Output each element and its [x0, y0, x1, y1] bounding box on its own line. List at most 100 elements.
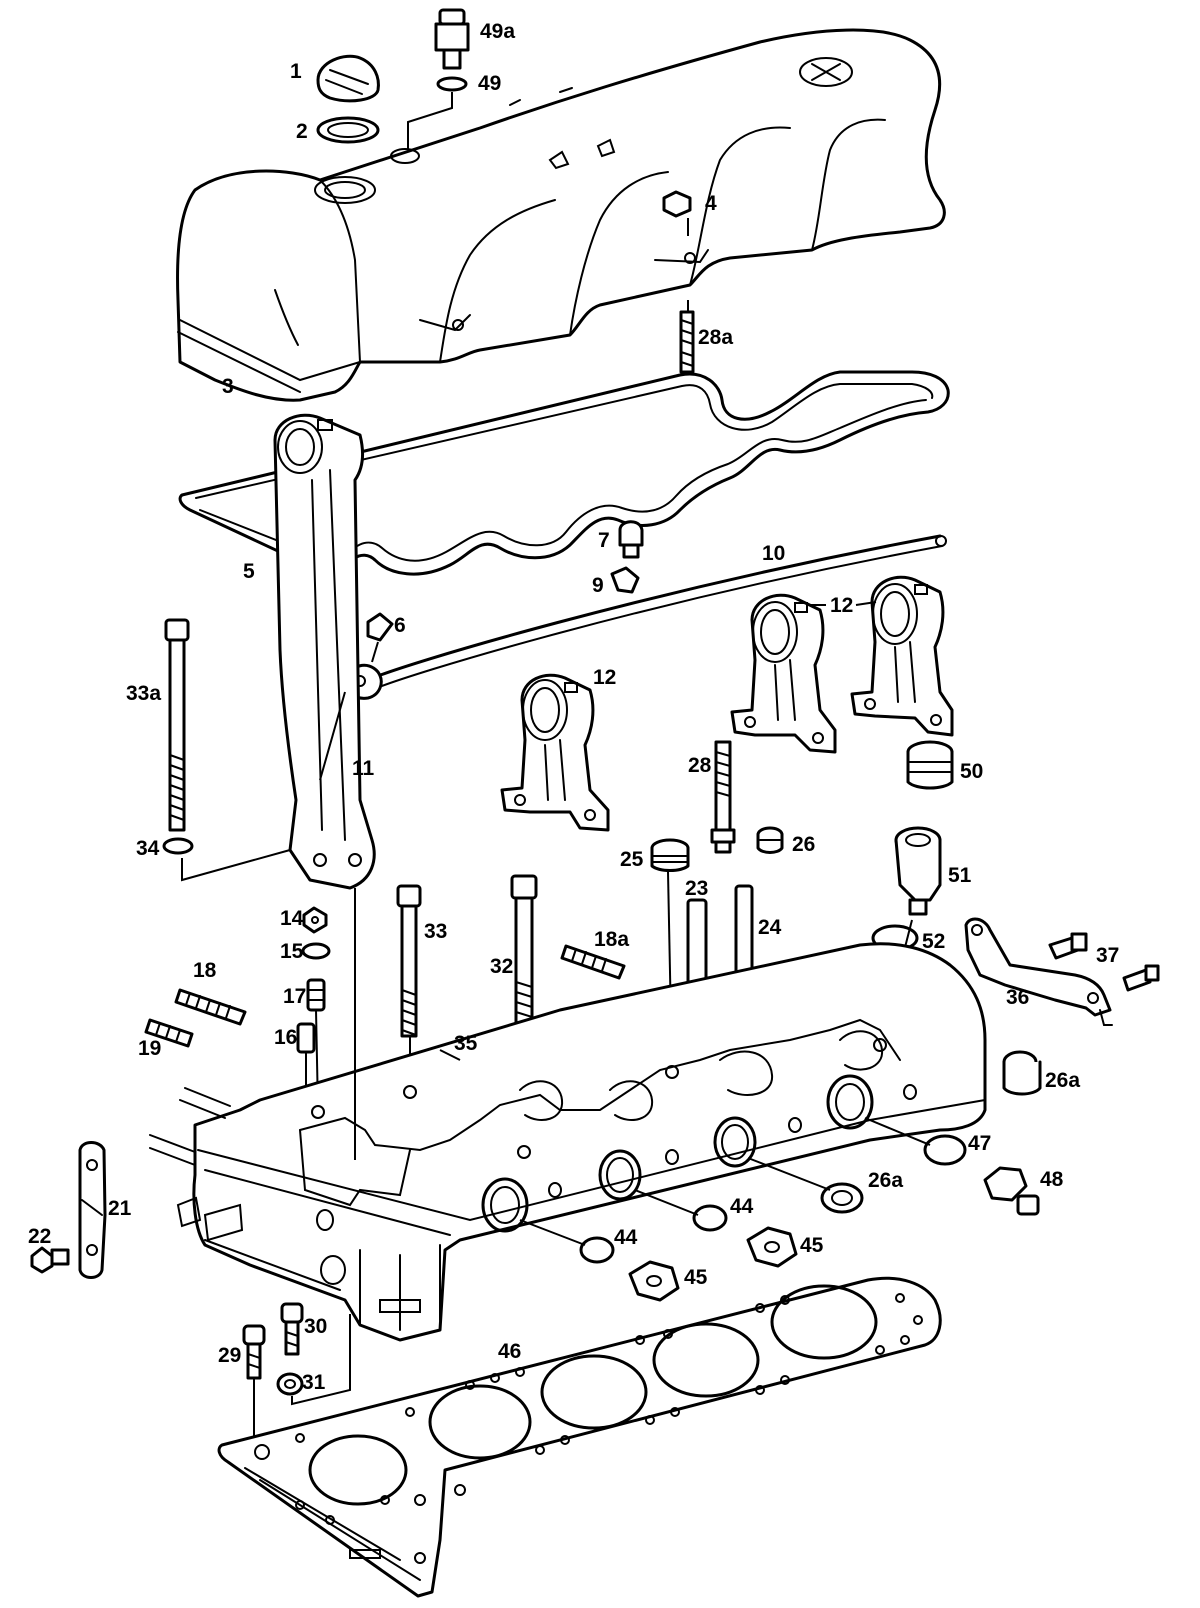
plug-part-48: [983, 1166, 1040, 1216]
seal-ring-part-44-left: [579, 1236, 615, 1264]
bolt-part-30: [280, 1302, 304, 1356]
head-gasket-part-46: [217, 1276, 942, 1598]
stud-part-18a: [560, 944, 626, 980]
leader-49-cover: [407, 92, 453, 150]
label-34: 34: [136, 837, 160, 860]
label-26a-center: 26a: [868, 1169, 903, 1192]
breather-valve-part-49a: [434, 8, 470, 70]
bolt-part-37a: [1048, 932, 1088, 960]
leader-44-left: [519, 1219, 586, 1246]
bearing-bracket-part-12-left: [730, 593, 837, 754]
label-50: 50: [960, 760, 983, 783]
label-28: 28: [688, 754, 712, 777]
label-46: 46: [498, 1340, 521, 1363]
oil-pipe-part-10: [366, 534, 947, 691]
sleeve-part-16: [296, 1022, 316, 1054]
bolt-part-33: [396, 884, 422, 1038]
label-9: 9: [592, 574, 604, 597]
plug-part-26a-center: [820, 1182, 864, 1214]
nut-part-45-left: [628, 1260, 680, 1302]
label-25: 25: [620, 848, 644, 871]
label-31: 31: [302, 1371, 326, 1394]
label-47: 47: [968, 1132, 991, 1155]
fitting-part-51: [894, 826, 942, 916]
valve-cover-gasket-part-5: [178, 370, 950, 582]
label-33a: 33a: [126, 682, 161, 705]
label-49a: 49a: [480, 20, 515, 43]
part-labels: 49a 1 49 2 4 28a 3 5 7 10 9 6 12 12 33a …: [28, 20, 1119, 1394]
spring-part-50: [906, 740, 954, 790]
label-52: 52: [922, 930, 945, 953]
stud-part-19: [144, 1018, 194, 1048]
label-5: 5: [243, 560, 255, 583]
leader-26a-center: [747, 1157, 831, 1191]
cylinder-head: [149, 942, 987, 1342]
label-6: 6: [394, 614, 406, 637]
washer-part-31: [276, 1372, 304, 1396]
leader-31: [291, 1314, 351, 1406]
label-49: 49: [478, 72, 501, 95]
label-30: 30: [304, 1315, 327, 1338]
bolt-part-29: [242, 1324, 266, 1380]
leader-44-right: [634, 1189, 699, 1216]
oil-filler-cap-part-1: [316, 54, 380, 103]
stud-part-28a: [679, 310, 695, 374]
label-37: 37: [1096, 944, 1119, 967]
bearing-bracket-part-12-right: [850, 575, 954, 737]
label-18: 18: [193, 959, 217, 982]
bracket-part-36: [964, 917, 1113, 1026]
bearing-bracket-part-11: [273, 413, 376, 890]
label-26: 26: [792, 833, 815, 856]
bolt-part-22: [30, 1246, 70, 1274]
label-48: 48: [1040, 1168, 1064, 1191]
label-15: 15: [280, 940, 304, 963]
washer-part-49: [436, 76, 468, 92]
label-23: 23: [685, 877, 708, 900]
label-32: 32: [490, 955, 513, 978]
label-16: 16: [274, 1026, 297, 1049]
leader-6: [371, 641, 379, 663]
plug-part-25: [650, 838, 690, 872]
label-21: 21: [108, 1197, 132, 1220]
label-1: 1: [290, 60, 302, 83]
seal-ring-part-44-right: [692, 1204, 728, 1232]
bracket-part-21: [78, 1141, 107, 1279]
label-11: 11: [352, 757, 375, 780]
o-ring-part-47: [923, 1134, 967, 1166]
label-14: 14: [280, 907, 304, 930]
washer-part-15: [301, 942, 331, 960]
nut-part-45-right: [746, 1226, 798, 1268]
label-10: 10: [762, 542, 785, 565]
leader-34: [181, 849, 291, 882]
label-22: 22: [28, 1225, 51, 1248]
label-12-center: 12: [593, 666, 616, 689]
label-18a: 18a: [594, 928, 629, 951]
label-24: 24: [758, 916, 782, 939]
clip-part-9: [610, 566, 640, 594]
label-44-right: 44: [730, 1195, 754, 1218]
bearing-bracket-part-12-center: [500, 673, 610, 832]
leader-11-pipe: [319, 691, 346, 781]
leader-47: [864, 1117, 931, 1146]
label-28a: 28a: [698, 326, 733, 349]
cap-seal-part-2: [316, 116, 380, 144]
label-2: 2: [296, 120, 308, 143]
long-bolt-part-33a: [164, 618, 190, 832]
label-7: 7: [598, 529, 610, 552]
sleeve-part-17: [306, 978, 326, 1012]
label-45-left: 45: [684, 1266, 708, 1289]
leader-12: [806, 601, 877, 606]
plug-part-26a-right: [1002, 1050, 1042, 1096]
plug-part-26: [756, 826, 784, 854]
label-19: 19: [138, 1037, 161, 1060]
banjo-bolt-part-7: [618, 520, 644, 559]
label-51: 51: [948, 864, 972, 887]
bolt-part-37b: [1122, 964, 1160, 992]
label-45-right: 45: [800, 1234, 824, 1257]
stud-part-18: [174, 988, 247, 1026]
valve-cover-part-3: [176, 28, 946, 402]
label-3: 3: [222, 375, 234, 398]
label-36: 36: [1006, 986, 1029, 1009]
bolt-part-32: [510, 874, 538, 1030]
